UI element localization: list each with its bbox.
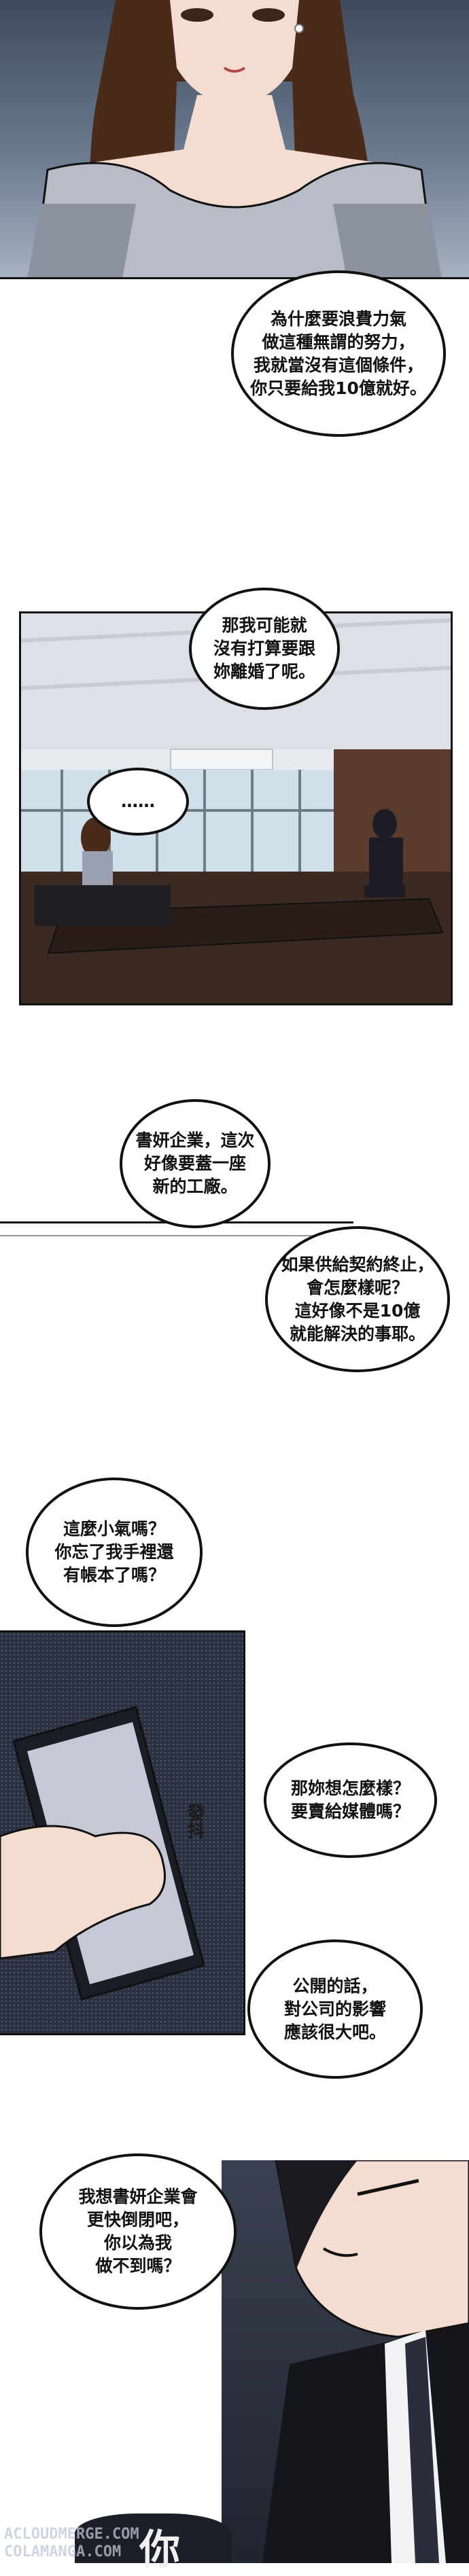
speech-text-8: 公開的話， 對公司的影響 應該很大吧。 bbox=[283, 1975, 386, 2042]
divider-line-2 bbox=[0, 1235, 353, 1236]
watermark-line-1: ACLOUDMERGE.COM bbox=[4, 2526, 139, 2543]
sfx-tremble: 發抖 bbox=[182, 1804, 207, 1839]
speech-text-2: 那我可能就 沒有打算要跟 妳離婚了呢。 bbox=[213, 615, 315, 681]
speech-bubble-1: 為什麼要浪費力氣 做這種無謂的努力， 我就當沒有這個條件， 你只要給我10億就好… bbox=[231, 270, 446, 437]
speech-bubble-7: 那妳想怎麼樣？ 要賣給媒體嗎？ bbox=[264, 1742, 437, 1858]
panel-man-closeup bbox=[222, 2160, 469, 2563]
speech-bubble-3: …… bbox=[87, 768, 189, 836]
sfx-tremble-text: 發抖 bbox=[184, 1804, 205, 1839]
panel-woman-portrait bbox=[0, 0, 469, 279]
watermark: ACLOUDMERGE.COM COLAMANGA.COM bbox=[4, 2526, 139, 2561]
speech-text-1: 為什麼要浪費力氣 做這種無謂的努力， 我就當沒有這個條件， 你只要給我10億就好… bbox=[250, 308, 427, 398]
watermark-line-2: COLAMANGA.COM bbox=[4, 2543, 122, 2560]
speech-bubble-4: 書妍企業，這次 好像要蓋一座 新的工廠。 bbox=[120, 1099, 271, 1228]
speech-bubble-5: 如果供給契約終止， 會怎麼樣呢？ 這好像不是10億 就能解決的事耶。 bbox=[265, 1226, 450, 1372]
man-closeup-illustration bbox=[262, 2160, 469, 2563]
speech-bubble-6: 這麼小氣嗎？ 你忘了我手裡還 有帳本了嗎？ bbox=[26, 1478, 203, 1627]
speech-text-6: 這麼小氣嗎？ 你忘了我手裡還 有帳本了嗎？ bbox=[54, 1519, 174, 1585]
bottom-splash bbox=[75, 2514, 231, 2563]
panel-divider bbox=[0, 277, 469, 279]
speech-text-4: 書妍企業，這次 好像要蓋一座 新的工廠。 bbox=[135, 1130, 255, 1196]
speech-bubble-8: 公開的話， 對公司的影響 應該很大吧。 bbox=[247, 1939, 423, 2079]
speech-bubble-9: 我想書妍企業會 更快倒閉吧， 你以為我 做不到嗎？ bbox=[39, 2153, 237, 2310]
speech-bubble-2: 那我可能就 沒有打算要跟 妳離婚了呢。 bbox=[189, 588, 340, 710]
tablet-hand-illustration bbox=[0, 1632, 243, 2033]
speech-text-9: 我想書妍企業會 更快倒閉吧， 你以為我 做不到嗎？ bbox=[78, 2187, 198, 2276]
woman-portrait-illustration bbox=[27, 0, 442, 279]
speech-text-3: …… bbox=[121, 791, 155, 811]
speech-text-7: 那妳想怎麼樣？ 要賣給媒體嗎？ bbox=[290, 1778, 410, 1821]
sfx-you-text: 你 bbox=[139, 2526, 180, 2574]
panel-tablet bbox=[0, 1630, 245, 2035]
sfx-you: 你 bbox=[139, 2517, 180, 2576]
speech-text-5: 如果供給契約終止， 會怎麼樣呢？ 這好像不是10億 就能解決的事耶。 bbox=[281, 1254, 434, 1344]
